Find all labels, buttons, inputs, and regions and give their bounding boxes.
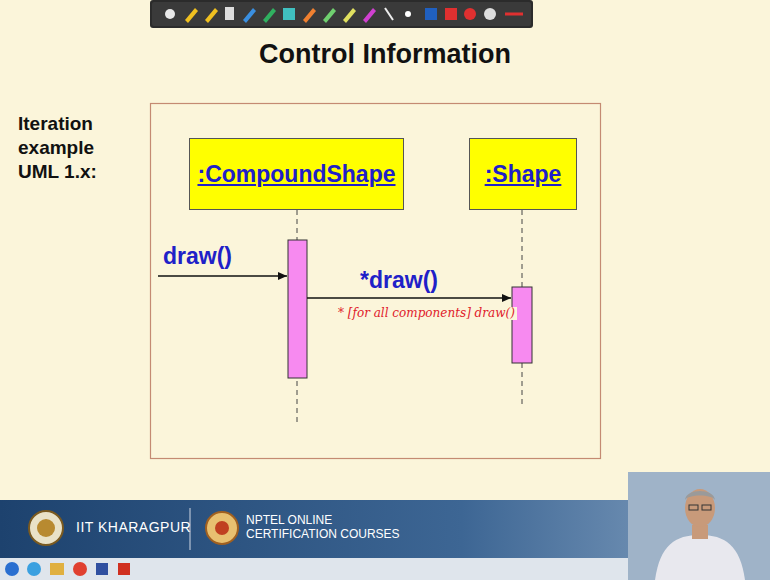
taskbar-icons (5, 562, 130, 576)
handwritten-note: * [for all components] draw() (336, 307, 517, 320)
side-note: Iteration example UML 1.x: (18, 112, 138, 183)
slide-title: Control Information (0, 40, 770, 70)
diagram-frame (151, 104, 601, 459)
activation-bar (288, 240, 307, 378)
object-name: :Shape (485, 161, 562, 188)
iit-logo (29, 511, 63, 545)
message-arrow (307, 297, 511, 298)
object-name: :CompoundShape (197, 161, 395, 188)
message-label: *draw() (360, 268, 438, 293)
object-box: :CompoundShape (189, 138, 404, 210)
annotation-toolbar (150, 0, 533, 28)
message-arrow (158, 275, 287, 276)
institute-name: IIT KHARAGPUR (76, 520, 191, 535)
message-label: draw() (163, 244, 232, 269)
course-name: NPTEL ONLINE CERTIFICATION COURSES (246, 513, 421, 542)
taskbar (0, 558, 628, 580)
activation-bar (512, 287, 532, 363)
object-box: :Shape (469, 138, 577, 210)
presenter-video (628, 472, 770, 580)
nptel-logo (206, 512, 238, 544)
